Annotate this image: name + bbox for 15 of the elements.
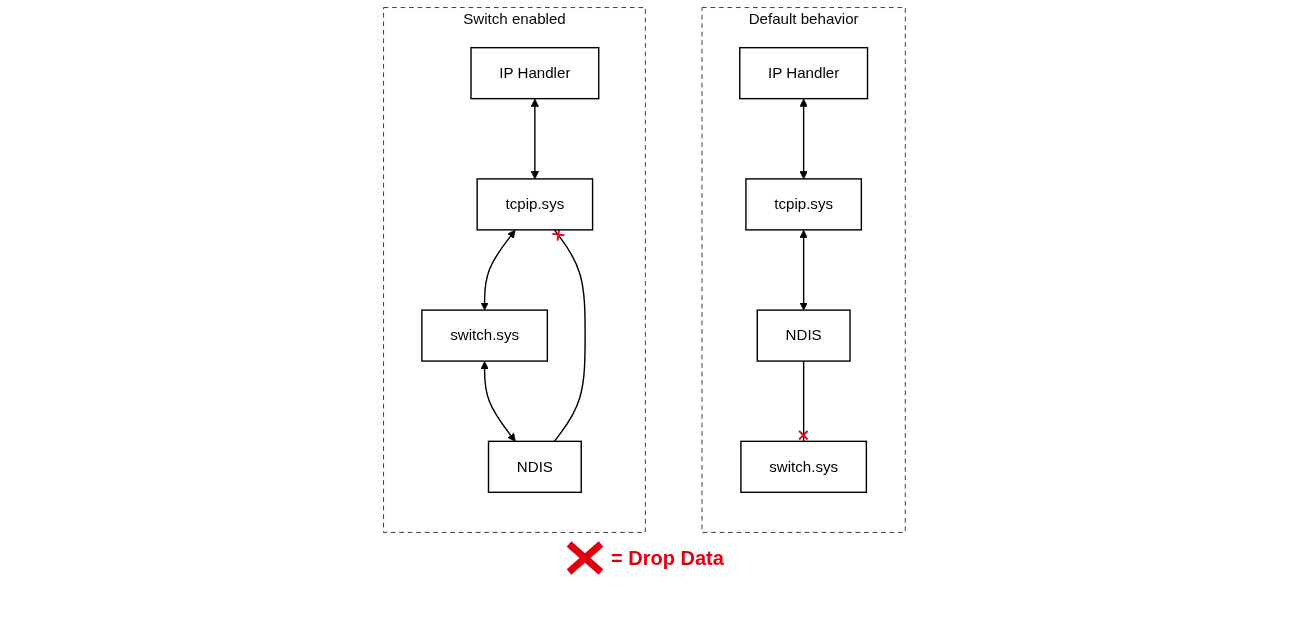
arrow <box>799 98 808 180</box>
arrow <box>799 229 808 311</box>
arrow <box>530 98 540 180</box>
node-box: NDIS <box>487 440 582 493</box>
legend-text: = Drop Data <box>611 546 724 570</box>
arrow <box>480 229 516 311</box>
node-box: tcpip.sys <box>745 178 863 231</box>
node-box: tcpip.sys <box>476 178 594 231</box>
connector <box>798 360 809 443</box>
arrow <box>480 361 516 442</box>
node-box: NDIS <box>756 309 851 362</box>
node-box: switch.sys <box>421 309 549 362</box>
node-box: IP Handler <box>739 46 869 100</box>
node-box: switch.sys <box>740 440 868 493</box>
node-box: IP Handler <box>470 46 600 100</box>
